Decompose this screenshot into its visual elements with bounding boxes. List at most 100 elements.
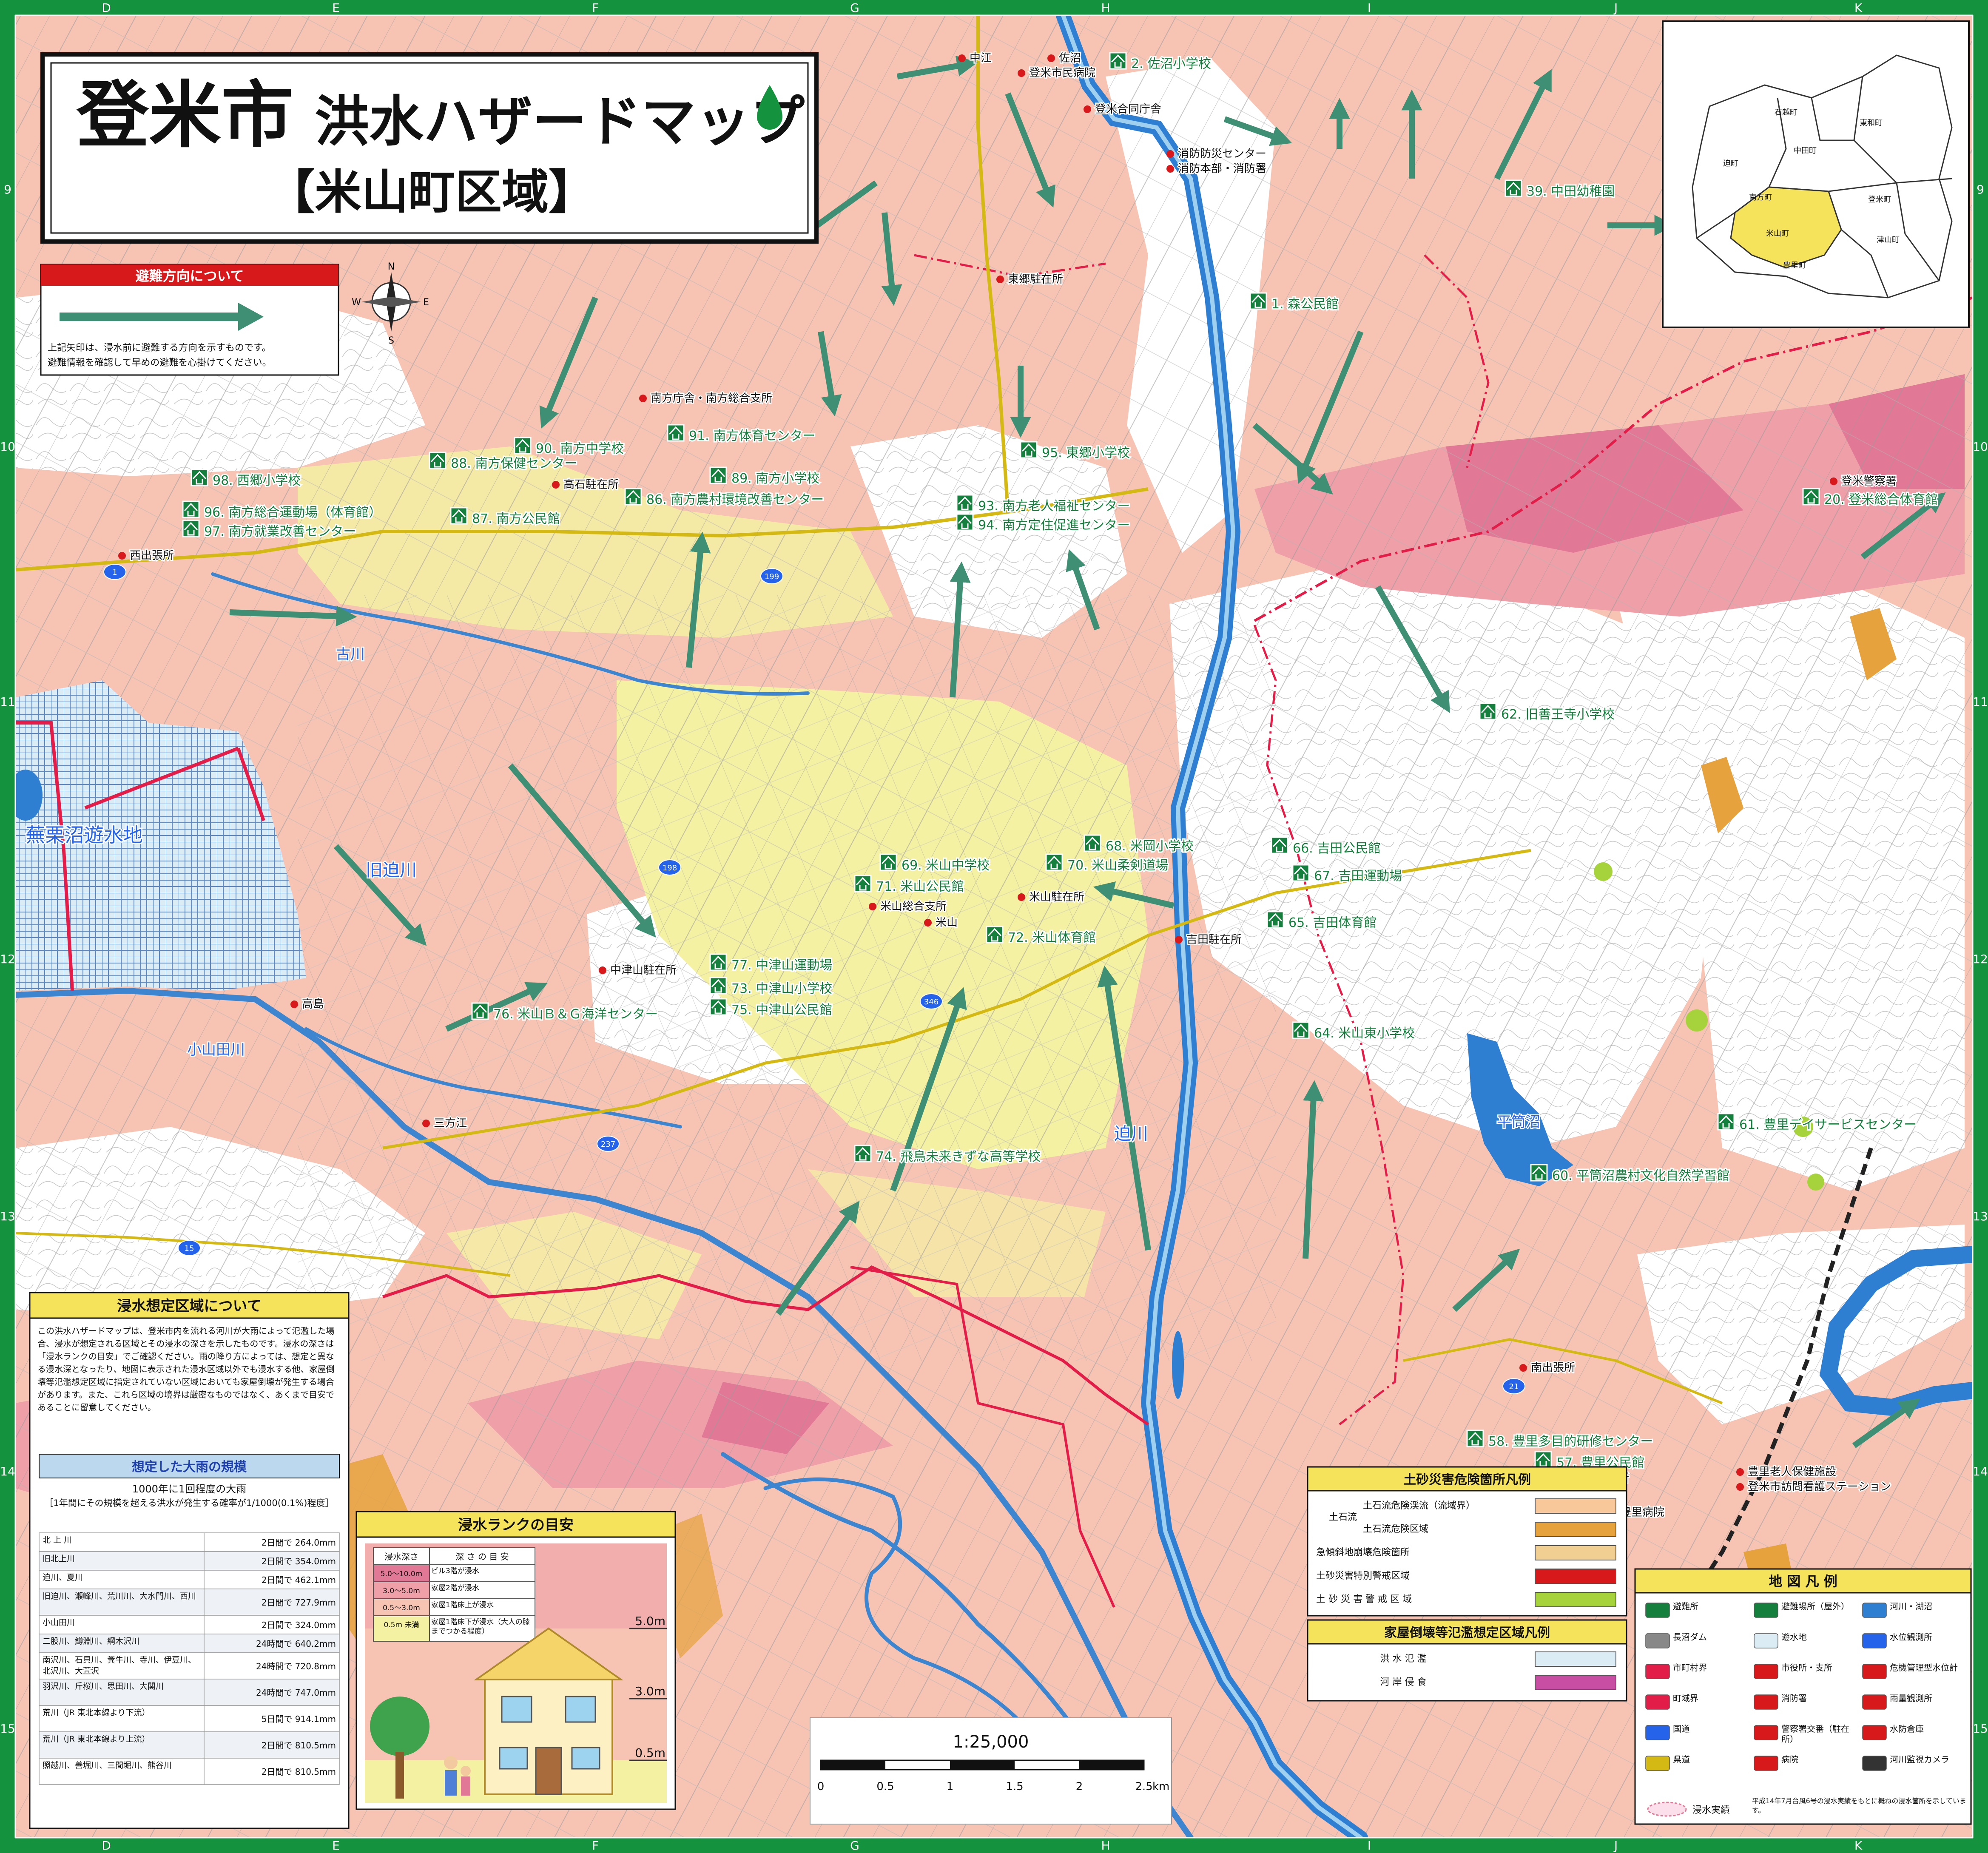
depth-mark: 0.5m: [635, 1746, 666, 1760]
house-icon: [192, 471, 207, 485]
legend-item-wrap: 町域界: [1673, 1693, 1698, 1703]
legend-item-wrap: 避難所: [1673, 1601, 1698, 1611]
sediment-items: 土石流危険渓流（流域界）土石流危険区域急傾斜地崩壊危険箇所土砂災害特別警戒区域土…: [1316, 1498, 1616, 1607]
past-flood-note-wrap: 平成14年7月台風6号の浸水実績をもとに概ねの浸水箇所を示しています。: [1752, 1797, 1966, 1814]
compass-w: W: [352, 297, 361, 308]
grid-row-label: 15: [1973, 1722, 1988, 1736]
rivers: [12, 8, 1981, 1845]
legend-item-wrap: 雨量観測所: [1890, 1693, 1932, 1703]
house-icon: [1294, 866, 1308, 880]
title-area: 【米山町区域】: [268, 165, 595, 219]
river-name: 南沢川、石貝川、糞牛川、寺川、伊豆川、北沢川、大萱沢: [43, 1655, 196, 1676]
collapse-swatch: [1535, 1675, 1616, 1690]
legend-item-wrap: 危機管理型水位計: [1890, 1663, 1958, 1673]
facility-marker-icon: [869, 903, 876, 910]
evac-direction-box: 避難方向について 上記矢印は、浸水前に避難する方向を示すものです。 避難情報を確…: [40, 264, 339, 376]
river-name: 旧迫川、瀬峰川、荒川川、大水門川、西川: [43, 1592, 196, 1601]
legend-item-label: 病院: [1781, 1754, 1798, 1765]
scale-tick: 0.5: [876, 1780, 894, 1793]
legend-item-label: 避難所: [1673, 1601, 1698, 1611]
facility-marker-icon: [924, 919, 932, 926]
river-name-wrap: 旧迫川、瀬峰川、荒川川、大水門川、西川: [43, 1592, 196, 1601]
grid-row-label: 13: [1973, 1209, 1988, 1223]
collapse-items: 洪 水 氾 濫河 岸 侵 食: [1380, 1651, 1616, 1690]
river-row: [39, 1705, 340, 1732]
legend-item-wrap: 河川監視カメラ: [1890, 1754, 1949, 1765]
river-name: 荒川（JR 東北本線より下流）: [43, 1708, 150, 1717]
facility-label: 登米警察署: [1841, 475, 1897, 488]
house-icon: [184, 503, 198, 517]
house-icon: [1481, 705, 1495, 719]
collapse-legend: 家屋倒壊等氾濫想定区域凡例 洪 水 氾 濫河 岸 侵 食: [1307, 1619, 1627, 1702]
river-name-wrap: 迫川、夏川: [43, 1573, 83, 1582]
legend-item-label: 河川監視カメラ: [1890, 1754, 1949, 1765]
shelter-label: 39. 中田幼稚園: [1527, 184, 1615, 199]
facility-label: 米山総合支所: [880, 900, 947, 913]
house-icon: [856, 1147, 870, 1161]
sediment-warning-areas: [1594, 862, 1824, 1191]
facility-label: 佐沼: [1059, 52, 1081, 65]
legend-item-wrap: 国道: [1673, 1724, 1690, 1734]
water-label: 旧迫川: [366, 861, 417, 880]
grid-col-label: H: [1101, 1, 1110, 15]
house-icon: [1506, 182, 1521, 196]
facility-marker-icon: [1736, 1483, 1744, 1491]
shelter-label: 62. 旧善王寺小学校: [1501, 707, 1615, 722]
facility-label: 東郷駐在所: [1008, 273, 1063, 286]
shelter-label: 95. 東郷小学校: [1042, 446, 1130, 460]
grid-col-label: E: [332, 1839, 340, 1853]
shelter-label: 74. 飛鳥未来きずな高等学校: [876, 1149, 1041, 1164]
legend-icon: [1754, 1603, 1778, 1618]
evac-text-2: 避難情報を確認して早めの避難を心掛けてください。: [48, 358, 272, 368]
river-rain-value: 2日間で 264.0mm: [262, 1538, 336, 1548]
inset-town-label: 石越町: [1775, 108, 1797, 117]
rank-heading: 浸水ランクの目安: [458, 1517, 574, 1534]
river-rain-value: 2日間で 810.5mm: [262, 1767, 336, 1777]
rank-col-desc: 深 さ の 目 安: [455, 1552, 509, 1562]
route-number: 346: [924, 998, 939, 1006]
legend-item-wrap: 河川・湖沼: [1890, 1601, 1932, 1611]
legend-item-label: 消防署: [1781, 1693, 1807, 1703]
facility-marker-icon: [1047, 54, 1055, 62]
facility-marker-icon: [1519, 1364, 1527, 1372]
map-legend: 地 図 凡 例 避難所避難場所（屋外）河川・湖沼長沼ダム遊水地水位観測所市町村界…: [1634, 1568, 1972, 1825]
facility-label: 西出張所: [130, 549, 174, 562]
house-icon: [856, 877, 870, 891]
facility-label: 南方庁舎・南方総合支所: [651, 392, 772, 405]
grid-row-label: 14: [0, 1464, 15, 1478]
shelter-label: 94. 南方定住促進センター: [978, 518, 1130, 533]
house-icon: [1532, 1166, 1546, 1180]
house-icon: [515, 439, 530, 453]
legend-item-wrap: 避難場所（屋外）: [1781, 1601, 1849, 1611]
sediment-swatch: [1535, 1569, 1616, 1584]
legend-icon: [1862, 1694, 1887, 1710]
legend-item-wrap: 県道: [1673, 1754, 1690, 1765]
house-icon: [987, 928, 1002, 942]
scale-tick: 1: [947, 1780, 954, 1793]
shelter-label: 72. 米山体育館: [1008, 930, 1096, 945]
collapse-heading: 家屋倒壊等氾濫想定区域凡例: [1384, 1626, 1550, 1640]
river-name: 小山田川: [43, 1618, 75, 1627]
title-sub: 洪水ハザードマップ: [315, 90, 805, 153]
rank-desc-wrap: 家屋2階が浸水: [431, 1584, 479, 1592]
legend-item-label: 長沼ダム: [1673, 1632, 1707, 1642]
facility-marker-icon: [1736, 1468, 1744, 1476]
evac-arrow-sample-icon: [60, 303, 264, 331]
collapse-item-label: 河 岸 侵 食: [1380, 1677, 1427, 1688]
facility-marker-icon: [996, 276, 1004, 283]
river-name: 旧北上川: [43, 1554, 75, 1563]
legend-item-label: 警察署交番（駐在所）: [1781, 1724, 1849, 1744]
rank-desc: 家屋2階が浸水: [431, 1584, 479, 1592]
sediment-swatch: [1535, 1545, 1616, 1560]
facility-marker-icon: [1830, 477, 1837, 485]
inset-town-label: 津山町: [1877, 236, 1900, 244]
rain-scale: 1000年に1回程度の大雨: [132, 1483, 246, 1495]
route-shield-icon: [103, 564, 126, 580]
legend-item-label: 遊水地: [1781, 1632, 1807, 1642]
river-name-wrap: 荒川（JR 東北本線より下流）: [43, 1708, 150, 1717]
legend-icon: [1754, 1633, 1778, 1648]
house-icon: [1085, 836, 1100, 850]
